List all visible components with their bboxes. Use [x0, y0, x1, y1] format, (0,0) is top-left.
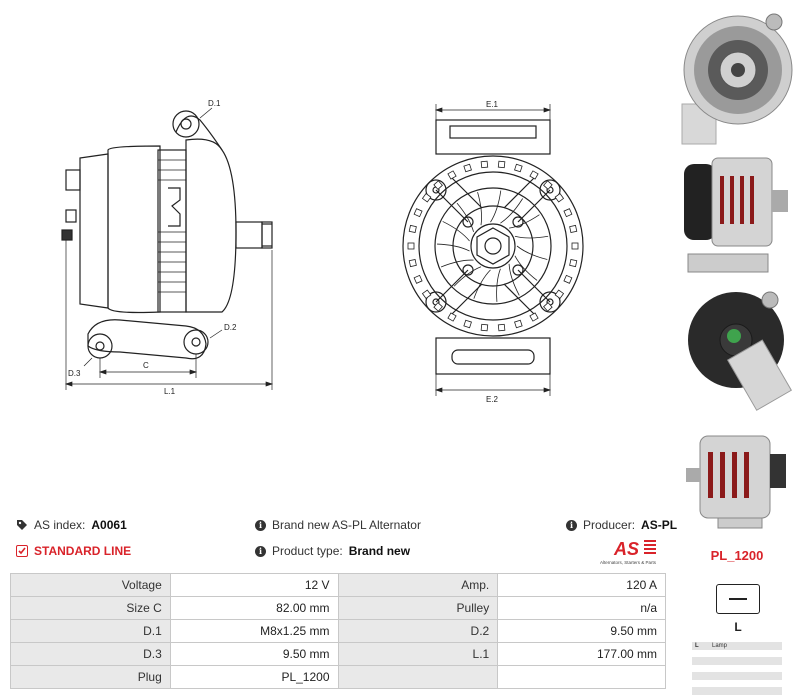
product-photo-rear[interactable] [678, 286, 796, 416]
producer-value: AS-PL [641, 518, 678, 532]
plug-connector-icon [716, 584, 760, 614]
as-index-row: AS index: A0061 [16, 518, 127, 532]
as-index-value: A0061 [91, 518, 127, 532]
spec-key [337, 665, 499, 689]
spec-value: 12 V [169, 573, 339, 597]
info-icon: i [255, 519, 266, 531]
spec-key: L.1 [337, 642, 499, 666]
label-e1: E.1 [486, 100, 499, 109]
producer-label: Producer: [583, 518, 636, 532]
info-icon: i [255, 545, 266, 557]
product-type-row: i Product type: Brand new [255, 544, 410, 558]
standard-line-row: STANDARD LINE [16, 544, 131, 558]
spec-value: PL_1200 [169, 665, 339, 689]
spec-key: Plug [10, 665, 171, 689]
label-l1: L.1 [164, 387, 176, 396]
producer-row: i Producer: AS-PL [566, 518, 677, 532]
product-photo-angle[interactable] [678, 424, 796, 534]
standard-line-label: STANDARD LINE [34, 544, 132, 558]
spec-key: Size C [10, 596, 171, 620]
legend-row [692, 657, 782, 665]
product-photo-front[interactable] [678, 8, 796, 148]
product-type-value: Brand new [348, 544, 411, 558]
spec-key: D.3 [10, 642, 171, 666]
spec-value: 120 A [497, 573, 666, 597]
as-pl-logo: AS Alternators, Starters & Parts [598, 537, 666, 567]
plug-code: PL_1200 [710, 548, 764, 563]
alternator-side-and-front-view: D.1 D.2 D.3 C L.1 E.1 E.2 [61, 99, 584, 404]
plug-letter: L [734, 620, 742, 634]
technical-drawing: D.1 D.2 D.3 C L.1 E.1 E.2 [61, 99, 584, 404]
svg-text:AS: AS [613, 539, 639, 559]
spec-key: D.2 [337, 619, 499, 643]
checkbox-icon [16, 545, 28, 557]
spec-value [497, 665, 666, 689]
spec-key: Amp. [337, 573, 499, 597]
as-index-label: AS index: [34, 518, 86, 532]
spec-key: Pulley [337, 596, 499, 620]
spec-value: 82.00 mm [169, 596, 339, 620]
spec-value: 9.50 mm [497, 619, 666, 643]
brand-text: Brand new AS-PL Alternator [272, 518, 421, 532]
legend-row [692, 672, 782, 680]
product-photo-strip [672, 0, 800, 540]
spec-key: D.1 [10, 619, 171, 643]
spec-value: 9.50 mm [169, 642, 339, 666]
info-icon: i [566, 519, 577, 531]
spec-value: 177.00 mm [497, 642, 666, 666]
product-type-label: Product type: [272, 544, 343, 558]
spec-key: Voltage [10, 573, 171, 597]
spec-value: n/a [497, 596, 666, 620]
label-d2: D.2 [224, 323, 237, 332]
tag-icon [17, 520, 27, 530]
spec-value: M8x1.25 mm [169, 619, 339, 643]
brand-row: i Brand new AS-PL Alternator [255, 518, 421, 532]
product-photo-side[interactable] [678, 150, 796, 280]
svg-text:Alternators, Starters & Parts: Alternators, Starters & Parts [600, 560, 657, 565]
label-e2: E.2 [486, 395, 499, 404]
legend-row [692, 687, 782, 695]
label-d3: D.3 [68, 369, 81, 378]
label-d1: D.1 [208, 99, 221, 108]
label-c: C [143, 361, 149, 370]
